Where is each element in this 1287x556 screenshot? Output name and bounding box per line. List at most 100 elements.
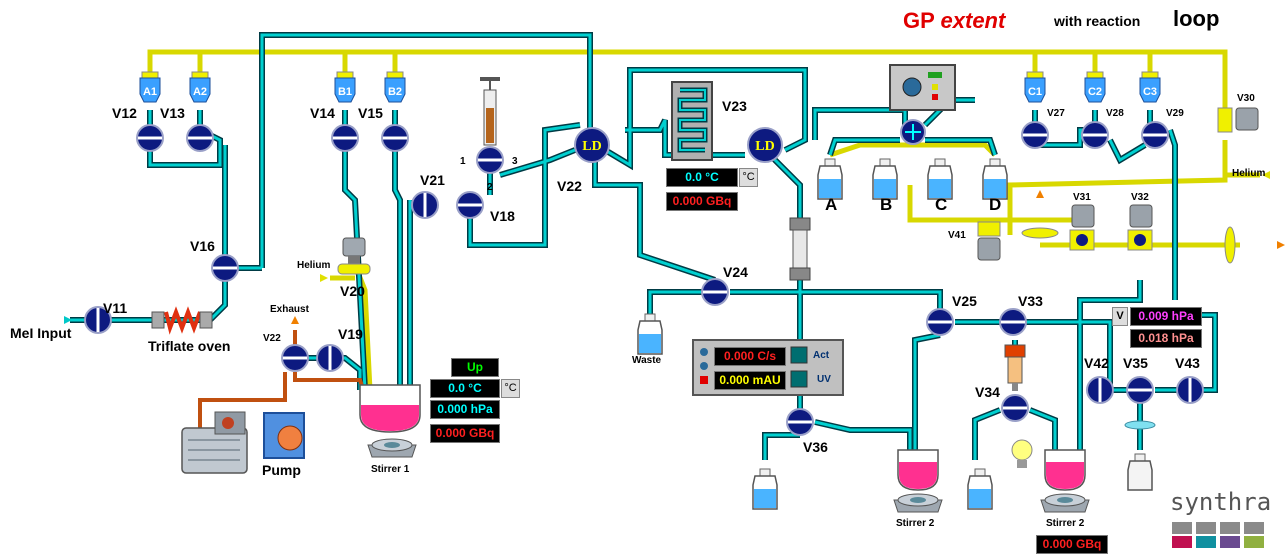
vial-label-c2: C2 <box>1088 86 1102 98</box>
valve-label-v14: V14 <box>310 105 335 121</box>
reactor-1[interactable] <box>359 384 421 433</box>
valve-label-v18: V18 <box>490 208 515 224</box>
ld-valve-v22[interactable]: LD <box>574 127 610 163</box>
helium-right-label: Helium <box>1232 168 1266 179</box>
distribution-valve[interactable] <box>900 119 926 145</box>
loop-temp-unit-button[interactable]: °C <box>739 168 758 187</box>
valve-v22-exhaust[interactable] <box>280 343 310 373</box>
helium-left-label: Helium <box>297 260 331 271</box>
bottle-c[interactable] <box>927 158 953 200</box>
collection-bottle-1[interactable] <box>752 468 778 510</box>
ld-label-2: LD <box>755 139 774 154</box>
ld-valve-v23[interactable]: LD <box>747 127 783 163</box>
bottle-d[interactable] <box>982 158 1008 200</box>
reactor1-temp-readout: 0.0 °C <box>430 379 500 398</box>
reactor1-activity-readout: 0.000 GBq <box>430 424 500 443</box>
bottle-b[interactable] <box>872 158 898 200</box>
valve-v13[interactable] <box>185 123 215 153</box>
valve-label-v32: V32 <box>1131 192 1149 203</box>
valve-v24[interactable] <box>700 277 730 307</box>
reactor1-status-readout: Up <box>451 358 499 377</box>
valve-v18[interactable] <box>455 190 485 220</box>
reactor-3[interactable] <box>1044 449 1086 491</box>
valve-v43[interactable] <box>1175 375 1205 405</box>
valve-label-v22-exhaust: V22 <box>263 333 281 344</box>
uv-label: UV <box>817 374 831 385</box>
pressure2-readout: 0.018 hPa <box>1130 329 1202 348</box>
valve-v35[interactable] <box>1125 375 1155 405</box>
valve-v25[interactable] <box>925 307 955 337</box>
stirrer-1[interactable] <box>367 438 417 458</box>
loop-temp-readout: 0.0 °C <box>666 168 738 187</box>
port-1: 1 <box>460 156 466 167</box>
valve-v36[interactable] <box>785 407 815 437</box>
collection-bottle-2[interactable] <box>967 468 993 510</box>
valve-v12[interactable] <box>135 123 165 153</box>
port-3: 3 <box>512 156 518 167</box>
syringe-pump[interactable] <box>480 77 500 146</box>
lamp-icon[interactable] <box>1011 439 1033 468</box>
title-extent: extent <box>940 8 1006 33</box>
valve-v14[interactable] <box>330 123 360 153</box>
valve-label-v11: V11 <box>103 300 128 316</box>
valve-label-v21: V21 <box>420 172 445 188</box>
stirrer-2a[interactable] <box>893 493 943 513</box>
valve-v15[interactable] <box>380 123 410 153</box>
valve-label-v28: V28 <box>1106 108 1124 119</box>
vacuum-pump[interactable] <box>181 411 248 474</box>
hplc-column[interactable] <box>789 217 811 281</box>
vial-label-b2: B2 <box>388 86 402 98</box>
valve-v29[interactable] <box>1140 120 1170 150</box>
valve-v33[interactable] <box>998 307 1028 337</box>
reactor-2[interactable] <box>897 449 939 491</box>
bottle-a[interactable] <box>817 158 843 200</box>
valve-v16[interactable] <box>210 253 240 283</box>
valve-label-v16: V16 <box>190 238 215 254</box>
triflate-oven[interactable] <box>151 306 213 335</box>
vial-labels: A1 A2 B1 B2 C1 C2 C3 <box>143 86 1157 98</box>
spe-cartridge[interactable] <box>1004 344 1026 391</box>
valve-label-v34: V34 <box>975 384 1000 400</box>
pressure-v-button[interactable]: V <box>1112 307 1128 326</box>
valve-label-v36: V36 <box>803 439 828 455</box>
valve-label-v12: V12 <box>112 105 137 121</box>
arrow-up-icon <box>1036 190 1044 198</box>
stirrer2a-label: Stirrer 2 <box>896 518 935 529</box>
valve-v19[interactable] <box>315 343 345 373</box>
valve-label-v43: V43 <box>1175 355 1200 371</box>
triflate-oven-label: Triflate oven <box>148 338 231 354</box>
reaction-loop[interactable] <box>671 81 713 161</box>
arrow-exhaust-icon <box>291 316 299 324</box>
vial-label-c3: C3 <box>1143 86 1157 98</box>
reactor1-temp-unit-button[interactable]: °C <box>501 379 520 398</box>
valve-label-v15: V15 <box>358 105 383 121</box>
valve-v20[interactable] <box>337 237 371 275</box>
ld-label-1: LD <box>582 139 601 154</box>
bottle-a-label: A <box>825 195 838 214</box>
synthra-logo-blocks <box>1172 522 1264 548</box>
waste-bottle[interactable] <box>637 313 663 355</box>
title-gp: GP extent <box>903 8 1005 34</box>
valve-syringe-3way[interactable] <box>475 145 505 175</box>
valve-label-v31: V31 <box>1073 192 1091 203</box>
cold-trap[interactable] <box>263 412 305 459</box>
valve-v31[interactable] <box>1069 204 1095 251</box>
valve-v41[interactable] <box>977 221 1001 261</box>
bottle-d-label: D <box>989 195 1002 214</box>
valve-v21[interactable] <box>410 190 440 220</box>
valve-v27[interactable] <box>1020 120 1050 150</box>
valve-v34[interactable] <box>1000 393 1030 423</box>
collection-bottle-3[interactable] <box>1127 453 1153 491</box>
valve-v30[interactable] <box>1217 107 1259 133</box>
syringe-port-labels: 1 2 3 <box>460 156 518 193</box>
vial-label-c1: C1 <box>1028 86 1042 98</box>
valve-v28[interactable] <box>1080 120 1110 150</box>
synthra-brand: synthra <box>1170 488 1272 516</box>
vial-label-a1: A1 <box>143 86 157 98</box>
valve-v32[interactable] <box>1127 204 1153 251</box>
bottle-b-label: B <box>880 195 893 214</box>
valve-v42[interactable] <box>1085 375 1115 405</box>
valve-label-v29: V29 <box>1166 108 1184 119</box>
helium-arrows <box>320 171 1270 282</box>
stirrer-2b[interactable] <box>1040 493 1090 513</box>
